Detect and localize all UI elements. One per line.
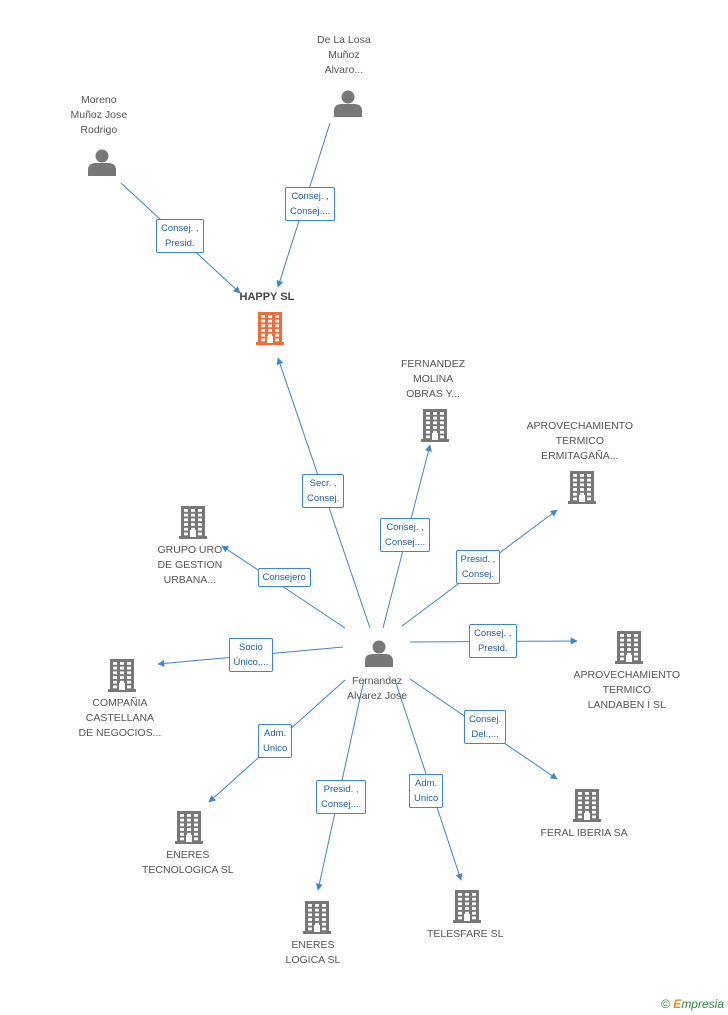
node-label-line: Moreno (81, 94, 117, 106)
node-label-feral[interactable]: FERAL IBERIA SA (541, 826, 628, 841)
node-label-line: DE GESTION (157, 559, 223, 571)
node-label-line: APROVECHAMIENTO (526, 420, 634, 432)
edge-label-line: Del.,... (471, 729, 499, 740)
edge-label-line: Unico (263, 743, 288, 754)
building-icon[interactable] (573, 789, 601, 822)
building-icon[interactable] (108, 659, 136, 692)
edge-label-line: Presid. (164, 238, 195, 249)
edge-label-line: Consej.... (385, 537, 426, 548)
building-icon[interactable] (421, 409, 449, 442)
node-label-line: TERMICO (602, 684, 651, 696)
edge-label-line: Consej. , (386, 522, 424, 533)
node-label-line: HAPPY SL (239, 291, 295, 303)
edge-label-line: Adm. (415, 778, 438, 789)
edge-label-line: Presid. , (323, 784, 359, 795)
edge-label-line: Presid. (477, 643, 508, 654)
node-label-line: ENERES (166, 849, 210, 861)
node-label-line: FERNANDEZ (401, 358, 466, 370)
person-icon[interactable] (334, 90, 362, 118)
empresia-logo: © Empresia (661, 997, 724, 1011)
node-label-line: APROVECHAMIENTO (573, 669, 681, 681)
edge-label-line: Unico (414, 793, 439, 804)
edge-label-delalosa-to-happy[interactable]: Consej. , Consej.... (285, 187, 336, 221)
node-label-fernandez-molina[interactable]: FERNANDEZ MOLINA OBRAS Y... (401, 357, 465, 402)
node-label-telesfare[interactable]: TELESFARE SL (427, 927, 503, 942)
edge-label-line: Socio (239, 642, 263, 653)
edge-label-fernandez-alvarez-to-fernandez-molina[interactable]: Consej. , Consej.... (380, 518, 431, 552)
node-label-aprov-landaben[interactable]: APROVECHAMIENTO TERMICO LANDABEN I SL (574, 668, 681, 713)
edge-label-fernandez-alvarez-to-feral[interactable]: Consej. Del.,... (464, 710, 507, 744)
edge-label-line: Único,... (233, 657, 269, 668)
edge-label-fernandez-alvarez-to-happy[interactable]: Secr. , Consej. (302, 474, 345, 508)
brand-name: mpresia (681, 997, 724, 1011)
edge-label-line: Consej. (461, 569, 495, 580)
node-label-line: MOLINA (412, 373, 454, 385)
edge-label-line: Consej. , (474, 628, 512, 639)
node-label-happy[interactable]: HAPPY SL (240, 290, 295, 305)
building-icon[interactable] (175, 811, 203, 844)
node-label-line: LOGICA SL (285, 954, 341, 966)
edge-label-fernandez-alvarez-to-eneres-tec[interactable]: Adm. Unico (258, 724, 293, 758)
node-label-line: GRUPO URO (157, 544, 223, 556)
node-label-line: DE NEGOCIOS... (78, 727, 162, 739)
node-label-line: TERMICO (555, 435, 604, 447)
person-icon[interactable] (365, 640, 393, 668)
node-label-line: Rodrigo (80, 124, 118, 136)
node-label-eneres-tec[interactable]: ENERES TECNOLOGICA SL (142, 848, 234, 878)
node-label-line: TELESFARE SL (427, 928, 504, 940)
node-label-line: ERMITAGAÑA... (541, 450, 619, 462)
edge-label-line: Consej.... (290, 206, 331, 217)
node-label-line: OBRAS Y... (406, 388, 461, 400)
edge-label-line: Secr. , (309, 478, 337, 489)
node-label-line: De La Losa (317, 34, 371, 46)
edge-label-fernandez-alvarez-to-eneres-log[interactable]: Presid. , Consej.... (316, 780, 367, 814)
edge-label-moreno-to-happy[interactable]: Consej. , Presid. (156, 219, 204, 253)
node-label-compania[interactable]: COMPAÑIA CASTELLANA DE NEGOCIOS... (79, 696, 162, 741)
building-icon[interactable] (615, 631, 643, 664)
node-label-line: ENERES (291, 939, 335, 951)
node-label-line: Muñoz (328, 49, 360, 61)
node-label-line: Fernandez (351, 675, 403, 687)
edge-label-line: Presid. , (460, 554, 496, 565)
edge-label-line: Consej. , (161, 223, 199, 234)
building-icon[interactable] (303, 901, 331, 934)
building-icon[interactable] (453, 890, 481, 923)
edge-label-line: Consejero (262, 571, 306, 583)
node-label-line: Alvarez Jose (347, 690, 408, 702)
edge-label-fernandez-alvarez-to-aprov-ermitagana[interactable]: Presid. , Consej. (455, 550, 501, 584)
edge-label-line: Consej.... (321, 799, 362, 810)
edge-label-line: Adm. (264, 728, 287, 739)
node-label-line: FERAL IBERIA SA (540, 827, 628, 839)
node-label-line: COMPAÑIA (92, 697, 148, 709)
brand-initial: E (673, 997, 682, 1011)
node-label-line: URBANA... (163, 574, 217, 586)
node-label-line: CASTELLANA (85, 712, 155, 724)
building-icon[interactable] (179, 506, 207, 539)
building-icon[interactable] (256, 312, 284, 345)
node-label-line: LANDABEN I SL (587, 699, 666, 711)
node-label-line: Alvaro... (324, 64, 364, 76)
edge-label-fernandez-alvarez-to-grupo-uro[interactable]: Consejero (257, 567, 311, 587)
edge-label-fernandez-alvarez-to-aprov-landaben[interactable]: Consej. , Presid. (469, 624, 517, 658)
edge-label-line: Consej. (469, 714, 502, 725)
edge-fernandez-alvarez-to-grupo-uro (221, 545, 346, 629)
copyright-symbol: © (661, 997, 670, 1011)
person-icon[interactable] (88, 149, 116, 177)
node-label-aprov-ermitagana[interactable]: APROVECHAMIENTO TERMICO ERMITAGAÑA... (527, 419, 634, 464)
node-label-line: TECNOLOGICA SL (142, 864, 234, 876)
edge-label-line: Consej. (307, 493, 340, 504)
edge-label-fernandez-alvarez-to-telesfare[interactable]: Adm. Unico (409, 774, 444, 808)
edge-label-line: Consej. , (291, 191, 329, 202)
building-icon[interactable] (568, 471, 596, 504)
node-label-eneres-log[interactable]: ENERES LOGICA SL (286, 938, 341, 968)
node-label-line: Muñoz Jose (70, 109, 128, 121)
node-label-grupo-uro[interactable]: GRUPO URO DE GESTION URBANA... (158, 543, 223, 588)
